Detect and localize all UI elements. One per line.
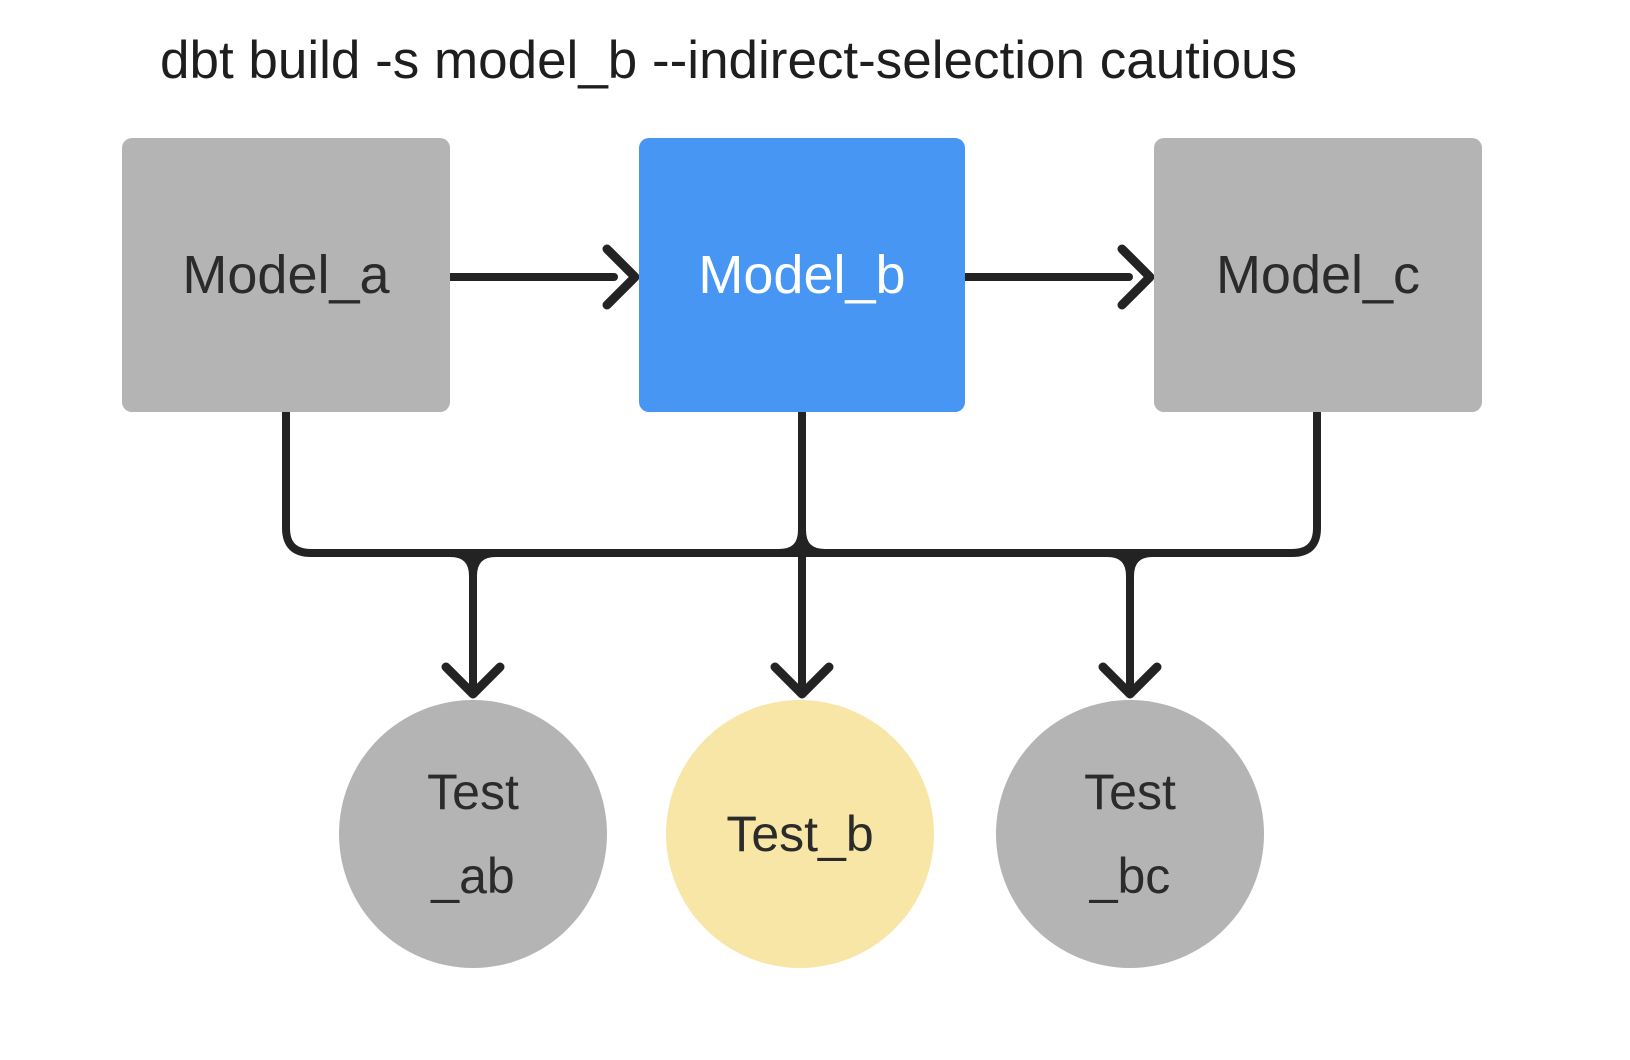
test-bc-label-line2: _bc	[1089, 848, 1171, 904]
test-bc-node: Test _bc	[996, 700, 1264, 968]
test-b-node-indirect-selected: Test_b	[666, 700, 934, 968]
test-ab-node: Test _ab	[339, 700, 607, 968]
test-ab-label-line2: _ab	[431, 848, 515, 904]
arrowhead-into-test-b	[770, 662, 834, 699]
test-bc-label-line1: Test	[1084, 764, 1176, 820]
model-c-node: Model_c	[1154, 138, 1482, 412]
test-b-label: Test_b	[726, 806, 874, 862]
junction-fillet-model-b-right	[798, 526, 829, 557]
branch-fillet-test-bc-right	[1126, 549, 1157, 580]
arrowhead-into-model-c	[1117, 244, 1155, 310]
model-b-label: Model_b	[698, 245, 906, 305]
arrowhead-into-model-b	[602, 244, 640, 310]
test-ab-label-line1: Test	[427, 764, 519, 820]
model-a-label: Model_a	[182, 245, 390, 305]
model-a-node: Model_a	[122, 138, 450, 412]
model-b-node-selected: Model_b	[639, 138, 965, 412]
dbt-command-title: dbt build -s model_b --indirect-selectio…	[160, 31, 1298, 90]
arrowhead-into-test-bc	[1098, 662, 1162, 699]
model-c-label: Model_c	[1215, 245, 1421, 305]
arrowhead-into-test-ab	[441, 662, 505, 699]
branch-fillet-test-ab-right	[469, 549, 500, 580]
